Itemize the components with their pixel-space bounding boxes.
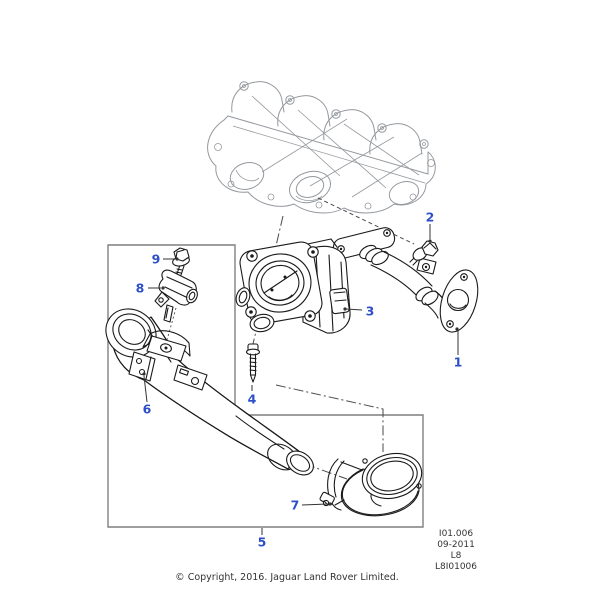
nut9-stud bbox=[175, 264, 185, 276]
callout-7[interactable]: 7 bbox=[291, 498, 300, 513]
sensor-nut bbox=[172, 247, 190, 276]
outlet-elbow bbox=[319, 452, 423, 517]
callout-6[interactable]: 6 bbox=[143, 402, 152, 417]
sensor-probe bbox=[163, 304, 174, 323]
throttle-bore bbox=[248, 253, 312, 313]
leader-7 bbox=[301, 503, 329, 506]
assembly-group-box bbox=[107, 244, 424, 528]
callout-8[interactable]: 8 bbox=[136, 281, 145, 296]
bolt2-hex-head bbox=[421, 240, 439, 257]
screw4-tip bbox=[249, 374, 257, 383]
throttle-mount-screw bbox=[245, 343, 261, 383]
egr-tube-lower-edge bbox=[370, 264, 419, 298]
drawing-reference-block: I01.006 09-2011 L8 L8I01006 bbox=[410, 529, 502, 573]
egr-pipe-assembly bbox=[332, 227, 479, 333]
hose-inlet-opening bbox=[112, 313, 152, 351]
elbow-body-outline bbox=[341, 469, 419, 516]
reference-code: I01.006 bbox=[438, 529, 474, 539]
throttle-body bbox=[235, 238, 351, 334]
screw4-shank bbox=[249, 353, 257, 376]
throttle-to-elbow-centerline bbox=[275, 384, 384, 452]
map-sensor bbox=[154, 269, 198, 323]
callout-3[interactable]: 3 bbox=[366, 304, 375, 319]
elbow-neck bbox=[334, 461, 363, 506]
intake-manifold-sketch bbox=[207, 81, 436, 214]
screw4-threads bbox=[249, 357, 257, 372]
reference-drawing-id: L8I01006 bbox=[434, 562, 478, 572]
callout-labels: 1 2 3 4 5 6 7 8 9 bbox=[136, 210, 463, 550]
manifold-throttle-port bbox=[288, 170, 332, 204]
egr-outlet-flange bbox=[439, 269, 479, 333]
hose-outlet-opening bbox=[286, 450, 314, 476]
reference-date: 09-2011 bbox=[437, 540, 475, 550]
callout-5[interactable]: 5 bbox=[258, 535, 267, 550]
bracket-right-tab bbox=[173, 364, 208, 391]
hose-lower-edge bbox=[112, 345, 289, 470]
hose-bracket bbox=[128, 330, 208, 391]
sensor-to-boss-dotted-line bbox=[166, 307, 177, 341]
bracket-left-plate bbox=[128, 351, 156, 382]
leader-6 bbox=[143, 375, 148, 403]
reference-sheet: L8 bbox=[450, 551, 462, 561]
intake-hose bbox=[105, 308, 314, 476]
callout-1[interactable]: 1 bbox=[454, 355, 463, 370]
throttle-plate bbox=[263, 270, 298, 294]
manifold-to-bolt2-dashed-line bbox=[317, 197, 415, 245]
callout-2[interactable]: 2 bbox=[426, 210, 435, 225]
leader-lines bbox=[142, 224, 459, 535]
bolt2-tip bbox=[409, 257, 418, 266]
egr-flange-port bbox=[446, 288, 470, 312]
egr-tube-upper-edge bbox=[383, 251, 433, 287]
egr-flange-bolt bbox=[409, 240, 439, 266]
callout-9[interactable]: 9 bbox=[152, 252, 161, 267]
copyright-notice: © Copyright, 2016. Jaguar Land Rover Lim… bbox=[175, 572, 399, 583]
screw4-washer bbox=[245, 348, 261, 356]
elbow-opening bbox=[361, 452, 423, 500]
leader-3 bbox=[345, 308, 363, 311]
callout-4[interactable]: 4 bbox=[248, 392, 257, 407]
